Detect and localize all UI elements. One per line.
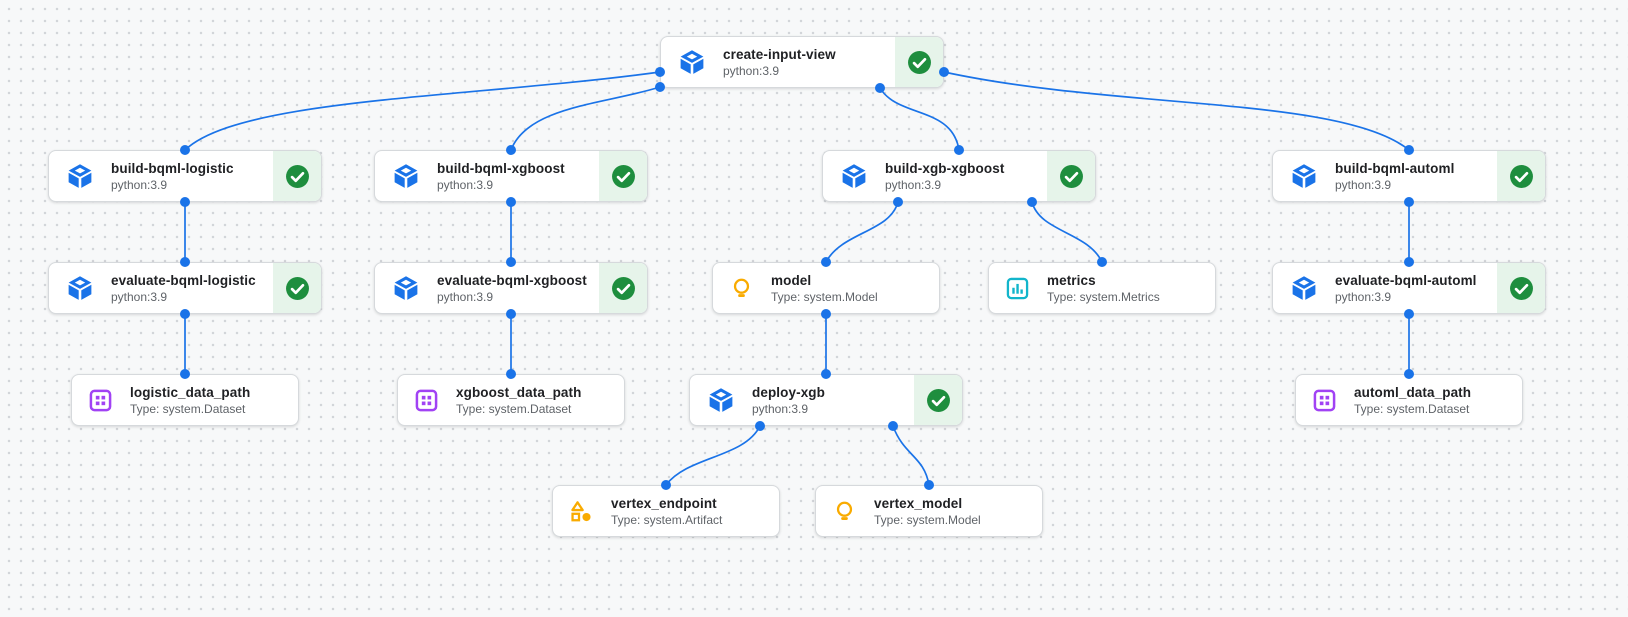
metrics-chart-icon [1005,276,1030,301]
lightbulb-icon [832,499,857,524]
node-evaluate-bqml-automl[interactable]: evaluate-bqml-automl python:3.9 [1272,262,1546,314]
node-title: create-input-view [723,46,836,62]
component-cube-icon [1291,275,1317,301]
check-circle-icon [284,163,310,189]
edge [665,425,761,486]
edge [510,86,661,151]
node-model[interactable]: model Type: system.Model [712,262,940,314]
node-subtitle: python:3.9 [885,177,942,192]
node-subtitle: Type: system.Dataset [130,401,246,416]
node-subtitle: python:3.9 [1335,289,1392,304]
artifact-shapes-icon [569,499,594,524]
node-xgboost-data-path[interactable]: xgboost_data_path Type: system.Dataset [397,374,625,426]
component-cube-icon [393,275,419,301]
node-title: build-bqml-automl [1335,160,1455,176]
node-metrics[interactable]: metrics Type: system.Metrics [988,262,1216,314]
node-title: logistic_data_path [130,384,251,400]
node-deploy-xgb[interactable]: deploy-xgb python:3.9 [689,374,963,426]
component-cube-icon [679,49,705,75]
dataset-grid-icon [1312,388,1337,413]
node-build-bqml-xgboost[interactable]: build-bqml-xgboost python:3.9 [374,150,648,202]
node-title: model [771,272,812,288]
check-circle-icon [1508,275,1534,301]
node-automl-data-path[interactable]: automl_data_path Type: system.Dataset [1295,374,1523,426]
component-cube-icon [67,275,93,301]
node-title: metrics [1047,272,1096,288]
node-subtitle: python:3.9 [437,289,494,304]
node-subtitle: Type: system.Dataset [1354,401,1470,416]
node-subtitle: python:3.9 [1335,177,1392,192]
node-title: build-bqml-logistic [111,160,234,176]
edge [879,87,960,151]
edge [184,71,661,151]
check-circle-icon [925,387,951,413]
node-subtitle: Type: system.Model [771,289,878,304]
node-vertex-model[interactable]: vertex_model Type: system.Model [815,485,1043,537]
node-subtitle: python:3.9 [111,177,168,192]
status-success-badge [1047,151,1095,201]
status-success-badge [1497,151,1545,201]
node-create-input-view[interactable]: create-input-view python:3.9 [660,36,944,88]
status-success-badge [273,151,321,201]
component-cube-icon [67,163,93,189]
node-subtitle: Type: system.Artifact [611,512,723,527]
node-title: vertex_model [874,495,963,511]
node-title: evaluate-bqml-automl [1335,272,1477,288]
dataset-grid-icon [88,388,113,413]
node-title: vertex_endpoint [611,495,717,511]
check-circle-icon [906,49,932,75]
node-subtitle: python:3.9 [752,401,809,416]
node-subtitle: python:3.9 [111,289,168,304]
component-cube-icon [1291,163,1317,189]
status-success-badge [599,263,647,313]
node-subtitle: Type: system.Dataset [456,401,572,416]
check-circle-icon [610,163,636,189]
node-evaluate-bqml-logistic[interactable]: evaluate-bqml-logistic python:3.9 [48,262,322,314]
node-title: evaluate-bqml-logistic [111,272,256,288]
node-subtitle: Type: system.Metrics [1047,289,1160,304]
status-success-badge [273,263,321,313]
check-circle-icon [1508,163,1534,189]
node-title: deploy-xgb [752,384,826,400]
status-success-badge [599,151,647,201]
edge [825,201,899,263]
node-build-xgb-xgboost[interactable]: build-xgb-xgboost python:3.9 [822,150,1096,202]
node-build-bqml-logistic[interactable]: build-bqml-logistic python:3.9 [48,150,322,202]
node-build-bqml-automl[interactable]: build-bqml-automl python:3.9 [1272,150,1546,202]
node-evaluate-bqml-xgboost[interactable]: evaluate-bqml-xgboost python:3.9 [374,262,648,314]
node-title: build-xgb-xgboost [885,160,1005,176]
status-success-badge [895,37,943,87]
lightbulb-icon [729,276,754,301]
node-subtitle: python:3.9 [437,177,494,192]
component-cube-icon [841,163,867,189]
component-cube-icon [708,387,734,413]
edge [892,425,930,486]
check-circle-icon [284,275,310,301]
node-subtitle: python:3.9 [723,63,780,78]
node-title: automl_data_path [1354,384,1472,400]
node-title: build-bqml-xgboost [437,160,565,176]
node-subtitle: Type: system.Model [874,512,981,527]
node-title: xgboost_data_path [456,384,582,400]
status-success-badge [914,375,962,425]
status-success-badge [1497,263,1545,313]
node-logistic-data-path[interactable]: logistic_data_path Type: system.Dataset [71,374,299,426]
check-circle-icon [1058,163,1084,189]
node-title: evaluate-bqml-xgboost [437,272,587,288]
check-circle-icon [610,275,636,301]
node-vertex-endpoint[interactable]: vertex_endpoint Type: system.Artifact [552,485,780,537]
component-cube-icon [393,163,419,189]
edge [1031,201,1103,263]
edge [943,71,1410,151]
dataset-grid-icon [414,388,439,413]
